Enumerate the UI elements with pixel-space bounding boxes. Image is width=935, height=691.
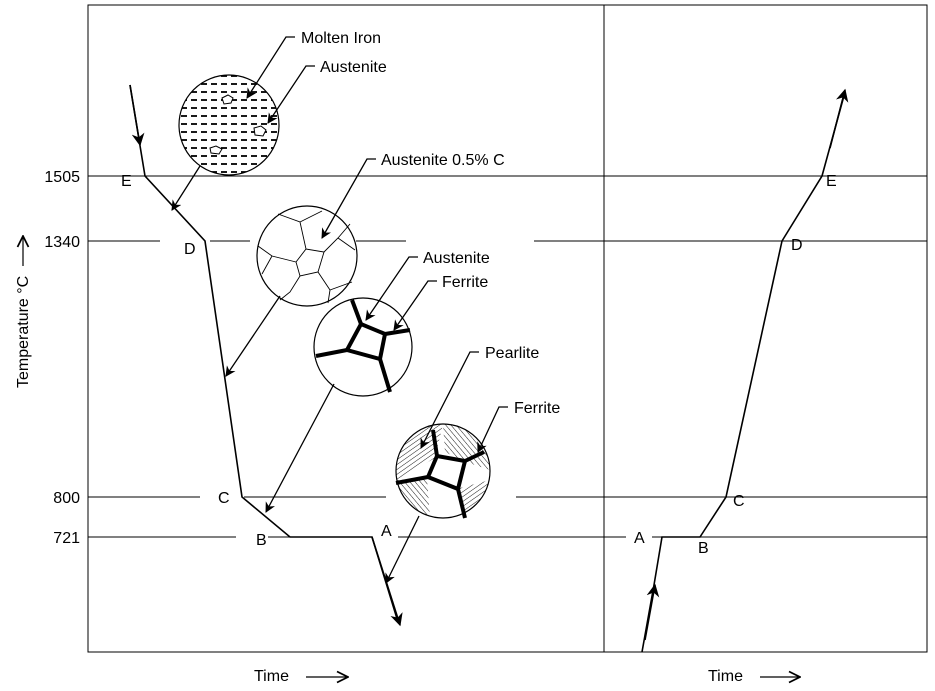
label-ferrite-mid: Ferrite <box>442 274 488 291</box>
tick-721: 721 <box>53 530 80 547</box>
tick-1340: 1340 <box>44 234 80 251</box>
cooling-point-b: B <box>256 532 267 549</box>
tick-1505: 1505 <box>44 169 80 186</box>
tick-800: 800 <box>53 490 80 507</box>
label-ferrite-low: Ferrite <box>514 400 560 417</box>
up-arrow-icon <box>829 88 849 149</box>
microstructure-molten <box>178 74 280 176</box>
microstructure-austenite-leaders <box>225 158 376 377</box>
label-pearlite: Pearlite <box>485 345 539 362</box>
cooling-point-labels: E D C B A <box>121 173 392 549</box>
y-axis-label: Temperature °C <box>15 236 32 388</box>
label-austenite-mid: Austenite <box>423 250 490 267</box>
y-axis-title: Temperature °C <box>15 276 32 388</box>
microstructure-austenite-ferrite-leaders <box>265 256 437 513</box>
label-austenite-05c: Austenite 0.5% C <box>381 152 505 169</box>
heating-point-labels: E D C B A <box>634 173 837 557</box>
x-axis-title-left: Time <box>254 668 289 685</box>
temperature-ticks: 1505 1340 800 721 <box>44 169 80 547</box>
plot-frame <box>87 4 928 653</box>
heating-point-c: C <box>733 493 745 510</box>
label-molten-iron: Molten Iron <box>301 30 381 47</box>
x-axis-label-left: Time <box>254 668 348 685</box>
cooling-point-a: A <box>381 523 392 540</box>
cooling-point-e: E <box>121 173 132 190</box>
cooling-point-c: C <box>218 490 230 507</box>
heating-point-d: D <box>791 237 803 254</box>
label-austenite-top: Austenite <box>320 59 387 76</box>
microstructure-pearlite <box>395 423 491 519</box>
down-arrow-icon <box>371 536 403 627</box>
heating-curve <box>641 88 849 653</box>
cooling-point-d: D <box>184 241 196 258</box>
up-arrow-icon <box>644 583 660 641</box>
heating-point-e: E <box>826 173 837 190</box>
x-axis-label-right: Time <box>708 668 800 685</box>
down-arrow-icon <box>129 84 145 147</box>
microstructure-austenite <box>256 205 358 307</box>
heating-point-a: A <box>634 530 645 547</box>
microstructure-molten-leaders <box>171 36 315 211</box>
microstructure-austenite-ferrite <box>313 297 413 397</box>
x-axis-title-right: Time <box>708 668 743 685</box>
microstructure-pearlite-leaders <box>385 351 508 584</box>
heating-point-b: B <box>698 540 709 557</box>
